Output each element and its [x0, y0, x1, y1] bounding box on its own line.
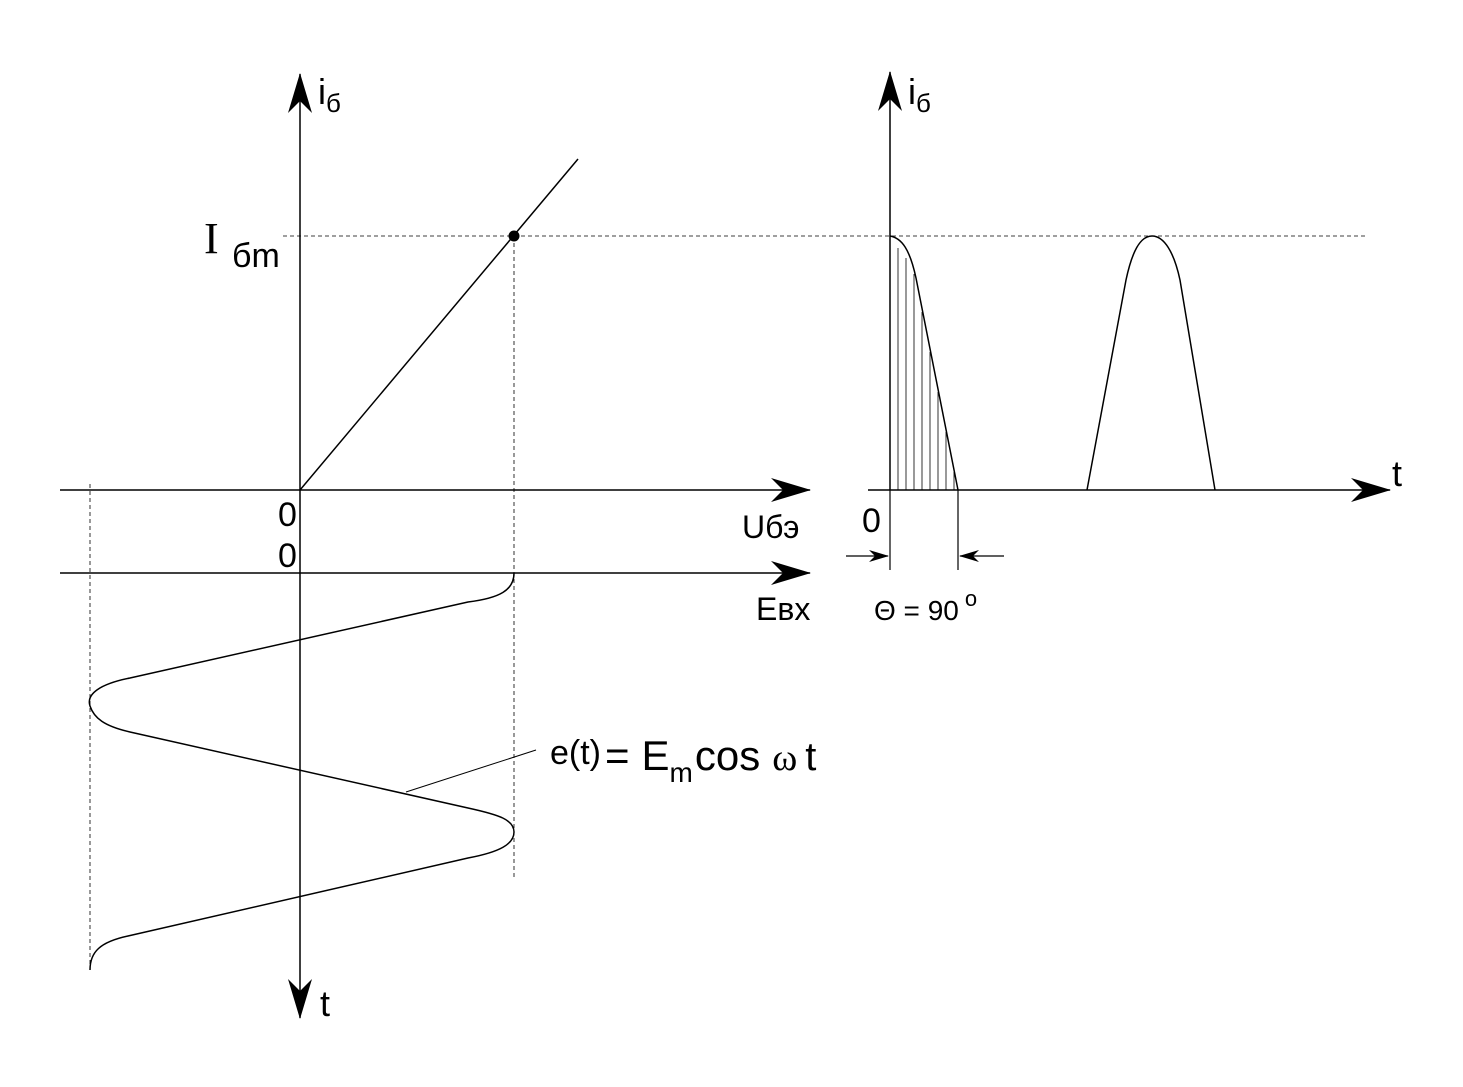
evx-axis-label: Eвх [756, 591, 810, 627]
second-pulse [1086, 235, 1216, 491]
first-pulse-hatching [897, 248, 955, 490]
first-pulse [889, 235, 959, 491]
formula-leader-line [405, 749, 537, 793]
zero-right-label: 0 [862, 502, 881, 540]
zero-lower-label: 0 [278, 537, 297, 575]
ube-axis-label: Uбэ [742, 509, 799, 545]
t-right-label: t [1392, 453, 1402, 494]
zero-upper-label: 0 [278, 496, 297, 534]
ib-left-label: iб [318, 71, 341, 118]
t-bottom-label: t [320, 983, 330, 1024]
input-signal-waveform [88, 572, 515, 971]
ib-right-label: iб [908, 71, 931, 118]
transfer-characteristic [299, 158, 579, 491]
